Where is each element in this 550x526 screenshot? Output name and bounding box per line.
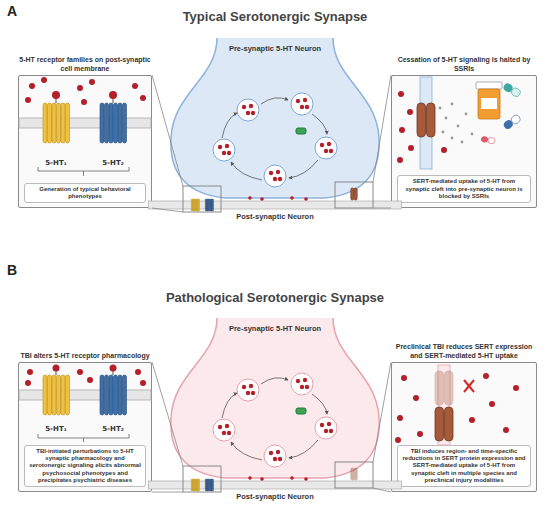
inset-heading-area: Preclinical TBI reduces SERT expression …: [391, 335, 537, 360]
panel-letter: B: [7, 262, 17, 278]
postsynaptic-membrane: [148, 200, 402, 210]
presynaptic-neuron: Pre-synaptic 5-HT Neuron: [165, 318, 385, 484]
postsynaptic-neuron: Post-synaptic Neuron: [148, 480, 402, 504]
postsynaptic-neuron: Post-synaptic Neuron: [148, 200, 402, 224]
neuron-outline: [165, 38, 385, 204]
presynaptic-neuron: Pre-synaptic 5-HT Neuron: [165, 38, 385, 204]
receptor-label: 5-HT₁: [39, 159, 73, 167]
inset-frame: SERT-mediated uptake of 5-HT from synapt…: [391, 75, 537, 208]
receptor-label: 5-HT₁: [39, 425, 73, 433]
zoom-callouts-b-part-part: [152, 492, 183, 493]
inset-frame: TBI induces region- and time-specific re…: [391, 362, 537, 492]
panel-title: Pathological Serotonergic Synapse: [0, 290, 550, 305]
panel-letter: A: [7, 3, 17, 19]
inset-heading: Cessation of 5-HT signaling is halted by…: [391, 56, 537, 73]
neuron-label: Post-synaptic Neuron: [148, 492, 402, 501]
neuron-outline: [165, 318, 385, 484]
postsynaptic-membrane: [148, 480, 402, 490]
inset-heading-area: 5-HT receptor families on post-synaptic …: [18, 48, 152, 73]
receptor-label: 5-HT₂: [96, 159, 130, 167]
neuron-label: Pre-synaptic 5-HT Neuron: [165, 44, 385, 53]
inset-heading-area: TBI alters 5-HT receptor pharmacology: [18, 335, 152, 360]
receptor-inset: 5-HT receptor families on post-synaptic …: [18, 48, 152, 208]
inset-caption: TBI-initiated perturbations to 5-HT syna…: [24, 445, 146, 487]
inset-heading: TBI alters 5-HT receptor pharmacology: [20, 352, 149, 361]
inset-heading: Preclinical TBI reduces SERT expression …: [391, 343, 537, 360]
membrane-band: [149, 201, 402, 209]
neuron-label: Pre-synaptic 5-HT Neuron: [165, 324, 385, 333]
neuron-fill: [171, 318, 379, 478]
inset-heading: 5-HT receptor families on post-synaptic …: [18, 56, 152, 73]
sert-inset: Cessation of 5-HT signaling is halted by…: [391, 48, 537, 208]
panel-title: Typical Serotonergic Synapse: [0, 9, 550, 24]
receptor-label: 5-HT₂: [96, 425, 130, 433]
inset-frame: 5-HT₁ 5-HT₂ TBI-initiated perturbations to…: [18, 362, 152, 492]
neuron-fill: [171, 38, 379, 198]
sert-inset: Preclinical TBI reduces SERT expression …: [391, 335, 537, 492]
neuron-label: Post-synaptic Neuron: [148, 212, 402, 221]
inset-caption: Generation of typical behavioral phenoty…: [24, 183, 146, 203]
inset-caption: SERT-mediated uptake of 5-HT from synapt…: [397, 175, 531, 203]
neuron-membrane: [171, 318, 379, 478]
inset-caption: TBI induces region- and time-specific re…: [397, 445, 531, 487]
inset-heading-area: Cessation of 5-HT signaling is halted by…: [391, 48, 537, 73]
membrane-band: [149, 481, 402, 489]
receptor-inset: TBI alters 5-HT receptor pharmacology5-H…: [18, 335, 152, 492]
neuron-membrane: [171, 38, 379, 198]
inset-frame: 5-HT₁ 5-HT₂ Generation of typical behavior…: [18, 75, 152, 208]
